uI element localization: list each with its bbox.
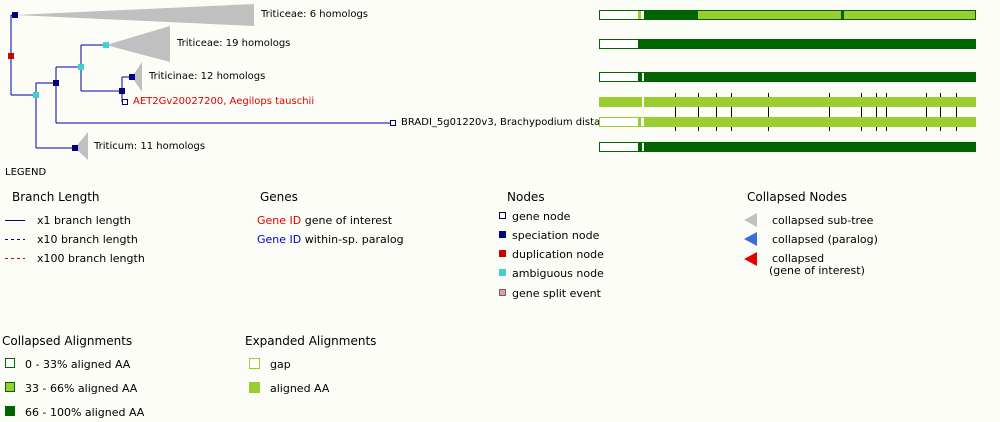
ambiguous-node[interactable]	[33, 92, 39, 98]
ambiguous-node[interactable]	[78, 64, 84, 70]
collapsed-paralog-swatch	[744, 232, 757, 246]
align-33-66-swatch	[5, 382, 15, 392]
ambiguous-node-swatch	[499, 269, 506, 276]
gene-node[interactable]	[122, 99, 128, 105]
gap-swatch	[249, 358, 260, 369]
collapsed-alignments-title: Collapsed Alignments	[2, 334, 133, 348]
collapsed-paralog-label: collapsed (paralog)	[772, 233, 878, 246]
speciation-node[interactable]	[12, 12, 18, 18]
align-66-100-swatch	[5, 406, 15, 416]
speciation-node[interactable]	[72, 145, 78, 151]
alignment-row[interactable]	[599, 72, 976, 82]
collapsed-subtree-triticeae-19[interactable]	[106, 26, 170, 62]
collapsed-goi-swatch	[744, 252, 757, 266]
duplication-node-label: duplication node	[512, 248, 604, 261]
align-0-33-swatch	[5, 358, 15, 368]
tree-label-gene-of-interest[interactable]: AET2Gv20027200, Aegilops tauschii	[133, 96, 315, 107]
genes-title: Genes	[260, 190, 298, 204]
gene-tree	[8, 4, 396, 160]
paralog-text: within-sp. paralog	[304, 233, 404, 246]
alignment-row[interactable]	[599, 117, 976, 127]
align-0-33-label: 0 - 33% aligned AA	[25, 358, 131, 371]
branch-length-x1: x1 branch length	[37, 214, 131, 227]
align-33-66-label: 33 - 66% aligned AA	[25, 382, 138, 395]
branch-length-x100: x100 branch length	[37, 252, 145, 265]
nodes-title: Nodes	[507, 190, 545, 204]
collapsed-goi-sublabel: (gene of interest)	[769, 264, 865, 277]
speciation-node[interactable]	[129, 74, 135, 80]
tree-label-triticinae-12[interactable]: Triticinae: 12 homologs	[149, 71, 266, 82]
alignment-row[interactable]	[599, 39, 976, 49]
tree-label-triticeae-19[interactable]: Triticeae: 19 homologs	[177, 38, 291, 49]
gene-node-label: gene node	[512, 210, 571, 223]
branch-length-x10: x10 branch length	[37, 233, 138, 246]
legend-heading: LEGEND	[5, 167, 47, 178]
align-66-100-label: 66 - 100% aligned AA	[25, 406, 145, 419]
expanded-alignments-title: Expanded Alignments	[245, 334, 377, 348]
alignment-row[interactable]	[599, 142, 976, 152]
alignment-row[interactable]	[599, 10, 976, 20]
tree-label-triticum-11[interactable]: Triticum: 11 homologs	[94, 141, 206, 152]
gene-node-swatch	[499, 212, 506, 219]
ambiguous-node-label: ambiguous node	[512, 267, 604, 280]
speciation-node-label: speciation node	[512, 229, 600, 242]
gene-id-red: Gene ID	[257, 214, 302, 227]
collapsed-nodes-title: Collapsed Nodes	[747, 190, 847, 204]
alignment-ticks	[675, 93, 957, 131]
gene-of-interest-text: gene of interest	[304, 214, 393, 227]
tree-label-triticeae-6[interactable]: Triticeae: 6 homologs	[261, 9, 369, 20]
collapsed-subtree-triticum-11[interactable]	[75, 132, 88, 160]
speciation-node-swatch	[499, 231, 506, 238]
gap-label: gap	[270, 358, 291, 371]
gene-of-interest-legend: Gene ID gene of interest	[257, 214, 392, 227]
tree-label-brachypodium[interactable]: BRADI_5g01220v3, Brachypodium distachy	[401, 117, 599, 128]
collapsed-subtree-swatch	[744, 213, 757, 227]
speciation-node[interactable]	[53, 80, 59, 86]
collapsed-subtree-triticinae-12[interactable]	[132, 62, 142, 92]
gene-split-swatch	[499, 289, 506, 296]
collapsed-goi-label: collapsed	[772, 252, 825, 265]
collapsed-subtree-triticeae-6[interactable]	[15, 4, 254, 26]
collapsed-subtree-label: collapsed sub-tree	[772, 214, 874, 227]
ambiguous-node[interactable]	[103, 42, 109, 48]
collapsed-node-swatches	[744, 213, 757, 266]
aligned-aa-label: aligned AA	[270, 382, 330, 395]
speciation-node[interactable]	[119, 88, 125, 94]
branch-length-swatches	[5, 220, 25, 259]
gene-id-blue: Gene ID	[257, 233, 302, 246]
alignment-row[interactable]	[599, 97, 976, 107]
duplication-node[interactable]	[8, 53, 14, 59]
alignment-panel	[599, 10, 976, 152]
aligned-aa-swatch	[249, 382, 260, 393]
duplication-node-swatch	[499, 250, 506, 257]
gene-split-label: gene split event	[512, 287, 601, 300]
paralog-legend: Gene ID within-sp. paralog	[257, 233, 404, 246]
gene-node[interactable]	[390, 120, 396, 126]
branch-length-title: Branch Length	[12, 190, 100, 204]
